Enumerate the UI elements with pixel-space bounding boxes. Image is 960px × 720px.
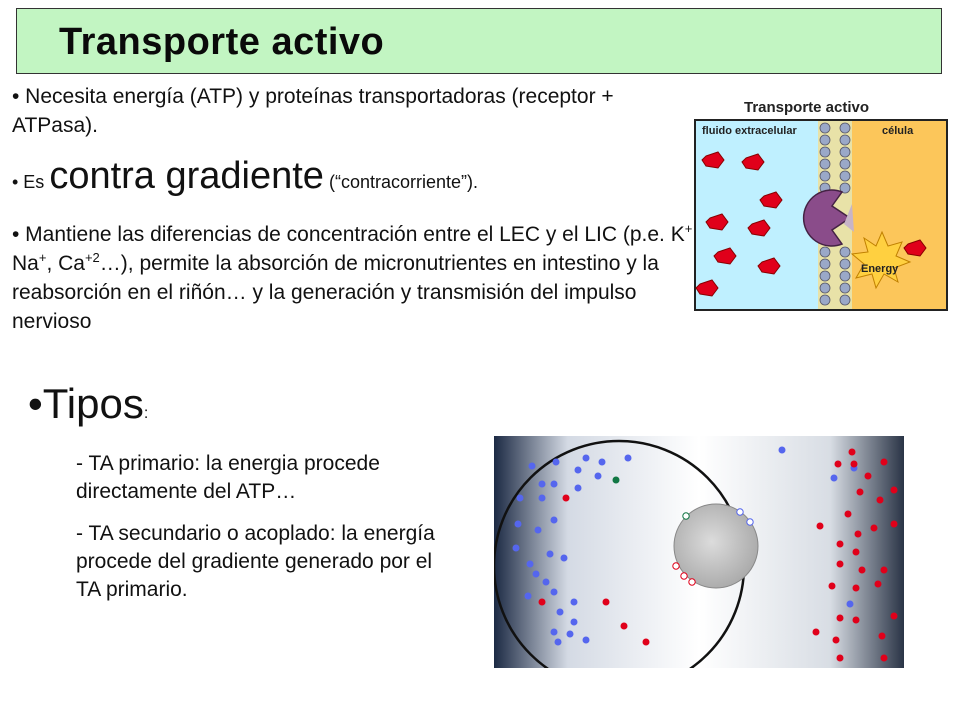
cell-ions-diagram <box>494 436 904 668</box>
title-box: Transporte activo <box>16 8 942 74</box>
diagram-right-label: célula <box>882 125 914 137</box>
superscript-na: + <box>38 250 47 265</box>
bullet-energy: • Necesita energía (ATP) y proteínas tra… <box>12 85 614 137</box>
diagram-left-label: fluido extracelular <box>702 125 797 137</box>
bullet-gradient-pre: • Es <box>12 172 50 192</box>
tipos-colon: : <box>143 405 149 422</box>
bullet-concentration: • Mantiene las diferencias de concentrac… <box>12 220 702 336</box>
superscript-k: + <box>684 221 693 236</box>
bullet-concentration-part-a: • Mantiene las diferencias de concentrac… <box>12 223 685 246</box>
diagram-title: Transporte activo <box>744 99 869 116</box>
bullet-concentration-part-c: , Ca <box>46 252 85 275</box>
bullet-concentration-part-d: …), permite la absorción de micronutrien… <box>12 252 659 333</box>
bullet-gradient-post: (“contracorriente”). <box>323 172 478 192</box>
superscript-ca: +2 <box>84 250 100 265</box>
page-title: Transporte activo <box>59 21 385 63</box>
type-secondary: - TA secundario o acoplado: la energía p… <box>76 522 435 601</box>
membrane-diagram: Transporte activo fluido extracelular cé… <box>692 92 950 314</box>
types-list: - TA primario: la energia procede direct… <box>76 450 446 604</box>
bullet-gradient: • Es contra gradiente (“contracorriente”… <box>12 157 692 197</box>
type-primary: - TA primario: la energia procede direct… <box>76 452 380 503</box>
tipos-label: •Tipos <box>28 380 144 427</box>
energy-label: Energy <box>861 263 899 275</box>
tipos-heading: •Tipos: <box>28 380 148 428</box>
bullet-gradient-emphasis: contra gradiente <box>49 155 324 197</box>
